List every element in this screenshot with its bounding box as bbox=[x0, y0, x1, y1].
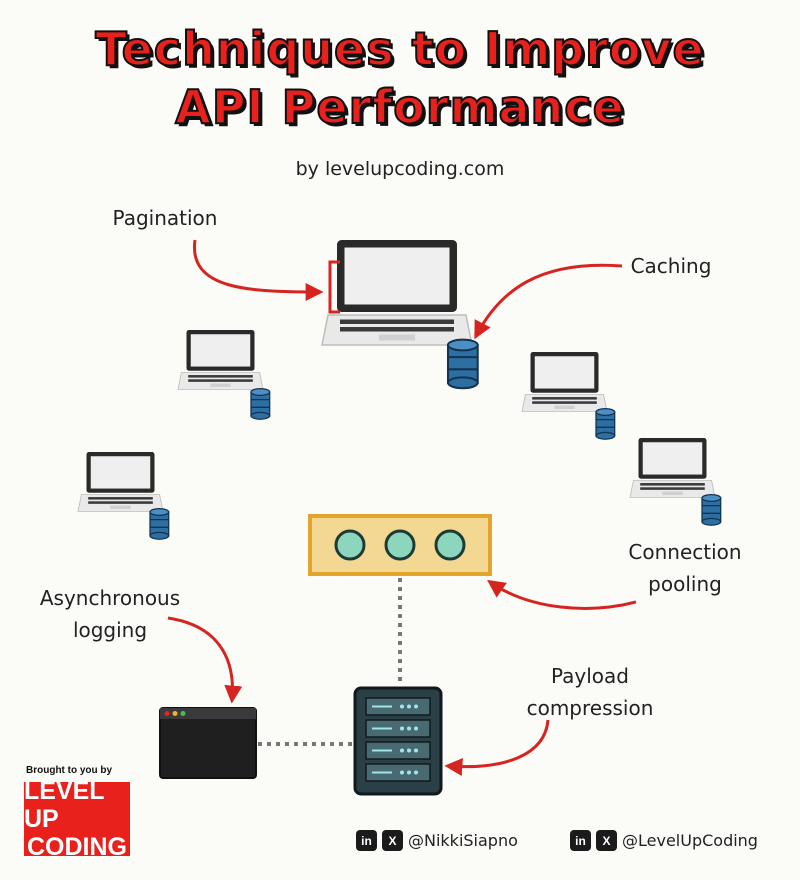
handle-brand[interactable]: in X @LevelUpCoding bbox=[570, 830, 758, 851]
linkedin-icon: in bbox=[356, 830, 377, 851]
server-icon bbox=[353, 686, 443, 796]
title-line-2: API Performance bbox=[174, 79, 625, 135]
client-laptop-4-db-icon bbox=[701, 493, 722, 526]
x-icon: X bbox=[382, 830, 403, 851]
handle-brand-text: @LevelUpCoding bbox=[622, 831, 758, 850]
connection-pooling-arrow bbox=[487, 579, 637, 610]
client-laptop-1 bbox=[177, 329, 264, 390]
x-icon: X bbox=[596, 830, 617, 851]
handle-personal[interactable]: in X @NikkiSiapno bbox=[356, 830, 518, 851]
main-laptop-db-icon bbox=[446, 338, 479, 390]
pagination-bracket bbox=[328, 260, 340, 314]
client-laptop-3 bbox=[77, 451, 164, 512]
client-laptop-1-db-icon bbox=[250, 387, 271, 420]
byline: by levelupcoding.com bbox=[295, 158, 505, 180]
client-laptop-2 bbox=[521, 351, 608, 412]
client-laptop-4 bbox=[629, 437, 716, 498]
label-pagination: Pagination bbox=[112, 206, 218, 230]
client-laptop-3-db-icon bbox=[149, 507, 170, 540]
connection-pool bbox=[308, 514, 492, 576]
pagination-arrow bbox=[193, 239, 324, 301]
async-logging-arrow bbox=[167, 616, 243, 704]
caching-arrow bbox=[474, 263, 623, 340]
label-connection-pooling: Connection pooling bbox=[628, 540, 742, 596]
log-terminal-window bbox=[159, 707, 257, 779]
handle-personal-text: @NikkiSiapno bbox=[408, 831, 518, 850]
linkedin-icon: in bbox=[570, 830, 591, 851]
level-up-coding-logo: LEVEL UP CODING bbox=[24, 777, 130, 861]
label-payload-compression: Payload compression bbox=[526, 664, 654, 720]
client-laptop-2-db-icon bbox=[595, 407, 616, 440]
label-caching: Caching bbox=[630, 254, 712, 278]
label-async-logging: Asynchronous logging bbox=[39, 586, 181, 642]
brought-to-you-by: Brought to you by bbox=[26, 765, 113, 776]
payload-compression-arrow bbox=[444, 719, 550, 776]
title-line-1: Techniques to Improve bbox=[94, 21, 705, 77]
main-laptop bbox=[321, 239, 473, 346]
